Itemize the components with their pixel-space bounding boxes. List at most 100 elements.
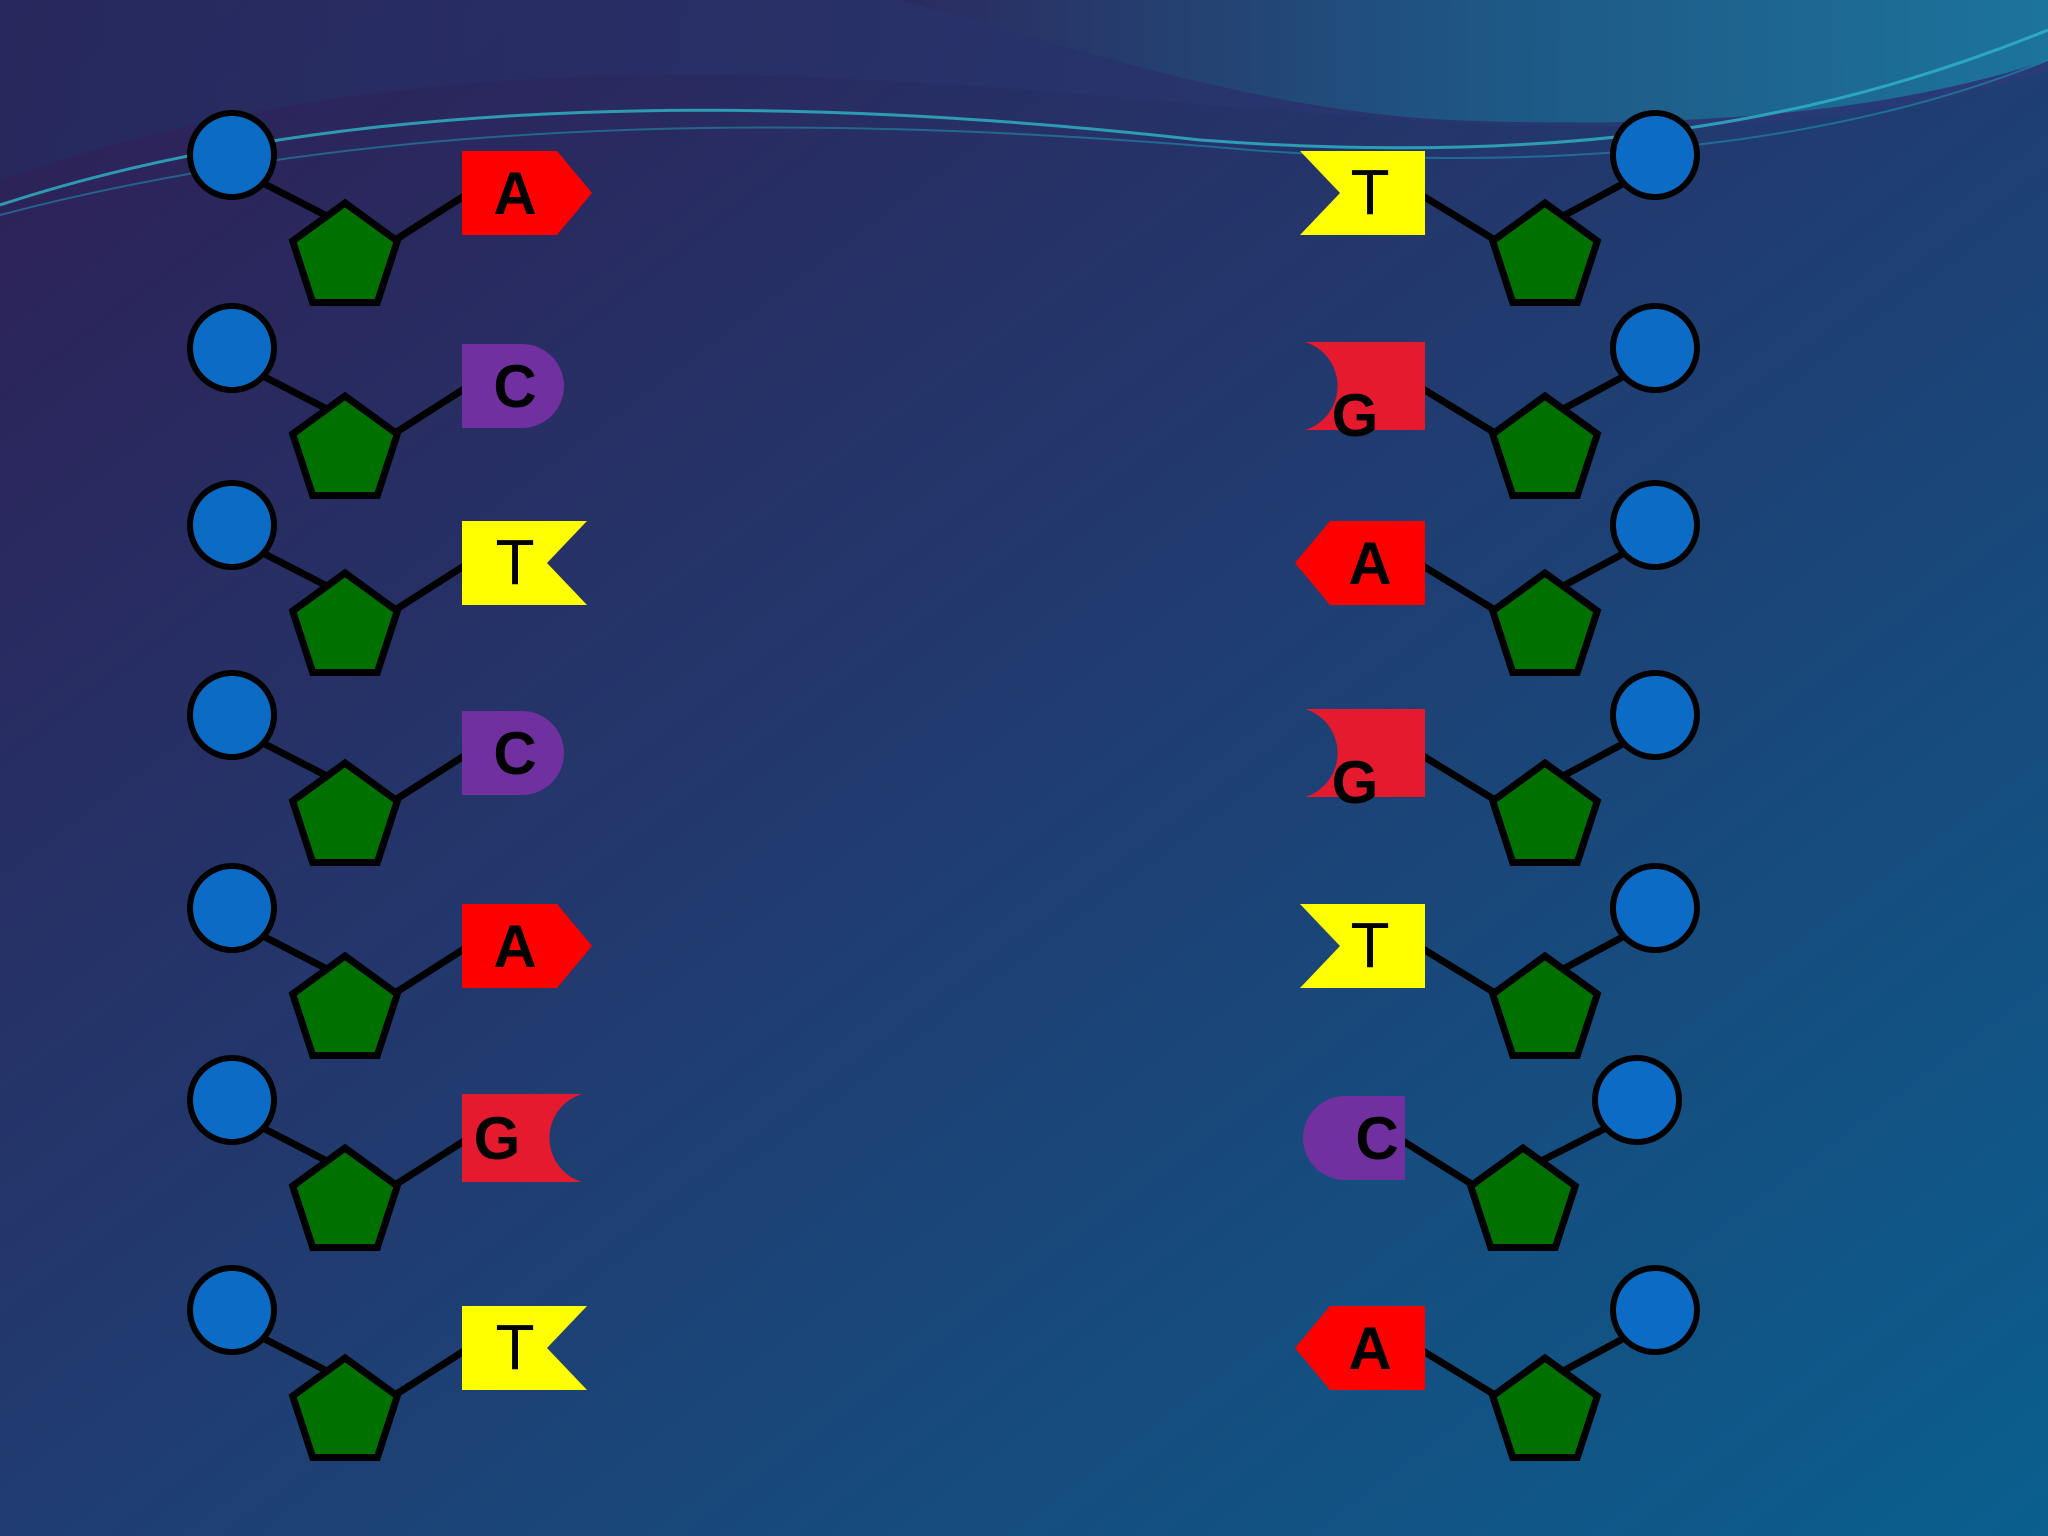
sugar-base-bond xyxy=(393,753,466,803)
base-letter: T xyxy=(1350,156,1389,228)
sugar-base-bond xyxy=(1421,193,1497,243)
nucleotide-right-2: G xyxy=(1305,303,1700,499)
phosphate-circle xyxy=(1610,303,1700,393)
base-letter: A xyxy=(493,913,536,980)
phosphate-circle xyxy=(187,1265,277,1355)
base-letter: G xyxy=(474,1105,521,1172)
phosphate-circle xyxy=(1610,670,1700,760)
base-letter: G xyxy=(1332,382,1379,449)
sugar-pentagon xyxy=(1488,391,1602,499)
base-letter: T xyxy=(1350,909,1389,981)
sugar-pentagon xyxy=(1466,1143,1580,1251)
sugar-base-bond xyxy=(393,563,466,613)
sugar-base-bond xyxy=(393,946,466,996)
nucleotide-left-7: T xyxy=(187,1265,587,1461)
sugar-pentagon xyxy=(1488,198,1602,306)
sugar-pentagon xyxy=(288,391,402,499)
phosphate-sugar-bond xyxy=(255,546,327,589)
base-adenine xyxy=(1295,1306,1425,1390)
nucleotide-left-6: G xyxy=(187,1055,582,1251)
right-strand: T G A G T C A xyxy=(1295,110,1700,1461)
base-guanine xyxy=(1305,342,1425,430)
sugar-pentagon xyxy=(1488,758,1602,866)
base-letter: T xyxy=(495,526,534,598)
sugar-base-bond xyxy=(1401,1138,1475,1188)
base-letter: A xyxy=(493,160,536,227)
base-thymine xyxy=(1300,151,1425,235)
left-strand: A C T C A G T xyxy=(187,110,592,1461)
nucleotide-left-5: A xyxy=(187,863,592,1059)
base-cytosine xyxy=(462,711,564,795)
sugar-pentagon xyxy=(288,198,402,306)
nucleotide-left-3: T xyxy=(187,480,587,676)
sugar-base-bond xyxy=(1421,386,1497,436)
sugar-pentagon xyxy=(288,1353,402,1461)
sugar-base-bond xyxy=(393,1348,466,1398)
phosphate-sugar-bond xyxy=(1541,1121,1614,1164)
sugar-base-bond xyxy=(393,1138,466,1188)
nucleotide-right-6: C xyxy=(1303,1055,1682,1251)
phosphate-sugar-bond xyxy=(1563,369,1632,412)
phosphate-circle xyxy=(187,1055,277,1145)
nucleotide-right-7: A xyxy=(1295,1265,1700,1461)
base-letter: A xyxy=(1348,530,1391,597)
base-adenine xyxy=(462,904,592,988)
phosphate-sugar-bond xyxy=(255,176,327,219)
sugar-base-bond xyxy=(1421,753,1497,803)
sugar-base-bond xyxy=(1421,1348,1497,1398)
sugar-base-bond xyxy=(393,193,466,243)
phosphate-sugar-bond xyxy=(255,736,327,779)
phosphate-sugar-bond xyxy=(1563,929,1632,972)
phosphate-sugar-bond xyxy=(255,1331,327,1374)
sugar-base-bond xyxy=(1421,563,1497,613)
phosphate-circle xyxy=(1610,863,1700,953)
nucleotide-right-1: T xyxy=(1300,110,1700,306)
sugar-pentagon xyxy=(288,568,402,676)
base-cytosine xyxy=(462,344,564,428)
base-thymine xyxy=(462,521,587,605)
nucleotide-right-4: G xyxy=(1305,670,1700,866)
sugar-base-bond xyxy=(393,386,466,436)
phosphate-circle xyxy=(187,480,277,570)
phosphate-sugar-bond xyxy=(255,929,327,972)
base-letter: T xyxy=(495,1311,534,1383)
phosphate-circle xyxy=(1610,110,1700,200)
base-guanine xyxy=(1305,709,1425,797)
phosphate-sugar-bond xyxy=(1563,176,1632,219)
base-guanine xyxy=(462,1094,582,1182)
phosphate-circle xyxy=(1610,480,1700,570)
header-wave-decoration xyxy=(0,0,2048,216)
base-letter: C xyxy=(493,720,536,787)
nucleotide-left-2: C xyxy=(187,303,564,499)
base-adenine xyxy=(1295,521,1425,605)
phosphate-circle xyxy=(187,670,277,760)
sugar-pentagon xyxy=(288,1143,402,1251)
nucleotide-left-4: C xyxy=(187,670,564,866)
phosphate-sugar-bond xyxy=(255,1121,327,1164)
base-letter: A xyxy=(1348,1315,1391,1382)
sugar-pentagon xyxy=(288,758,402,866)
phosphate-circle xyxy=(187,110,277,200)
base-thymine xyxy=(462,1306,587,1390)
sugar-pentagon xyxy=(1488,951,1602,1059)
sugar-pentagon xyxy=(288,951,402,1059)
base-letter: G xyxy=(1332,749,1379,816)
base-letter: C xyxy=(493,353,536,420)
phosphate-sugar-bond xyxy=(1563,736,1632,779)
base-thymine xyxy=(1300,904,1425,988)
nucleotide-right-3: A xyxy=(1295,480,1700,676)
sugar-pentagon xyxy=(1488,568,1602,676)
phosphate-circle xyxy=(187,303,277,393)
sugar-pentagon xyxy=(1488,1353,1602,1461)
nucleotide-left-1: A xyxy=(187,110,592,306)
base-letter: C xyxy=(1355,1105,1398,1172)
phosphate-circle xyxy=(1610,1265,1700,1355)
phosphate-sugar-bond xyxy=(255,369,327,412)
phosphate-circle xyxy=(187,863,277,953)
sugar-base-bond xyxy=(1421,946,1497,996)
phosphate-circle xyxy=(1592,1055,1682,1145)
phosphate-sugar-bond xyxy=(1563,1331,1632,1374)
nucleotide-right-5: T xyxy=(1300,863,1700,1059)
base-cytosine xyxy=(1303,1096,1405,1180)
